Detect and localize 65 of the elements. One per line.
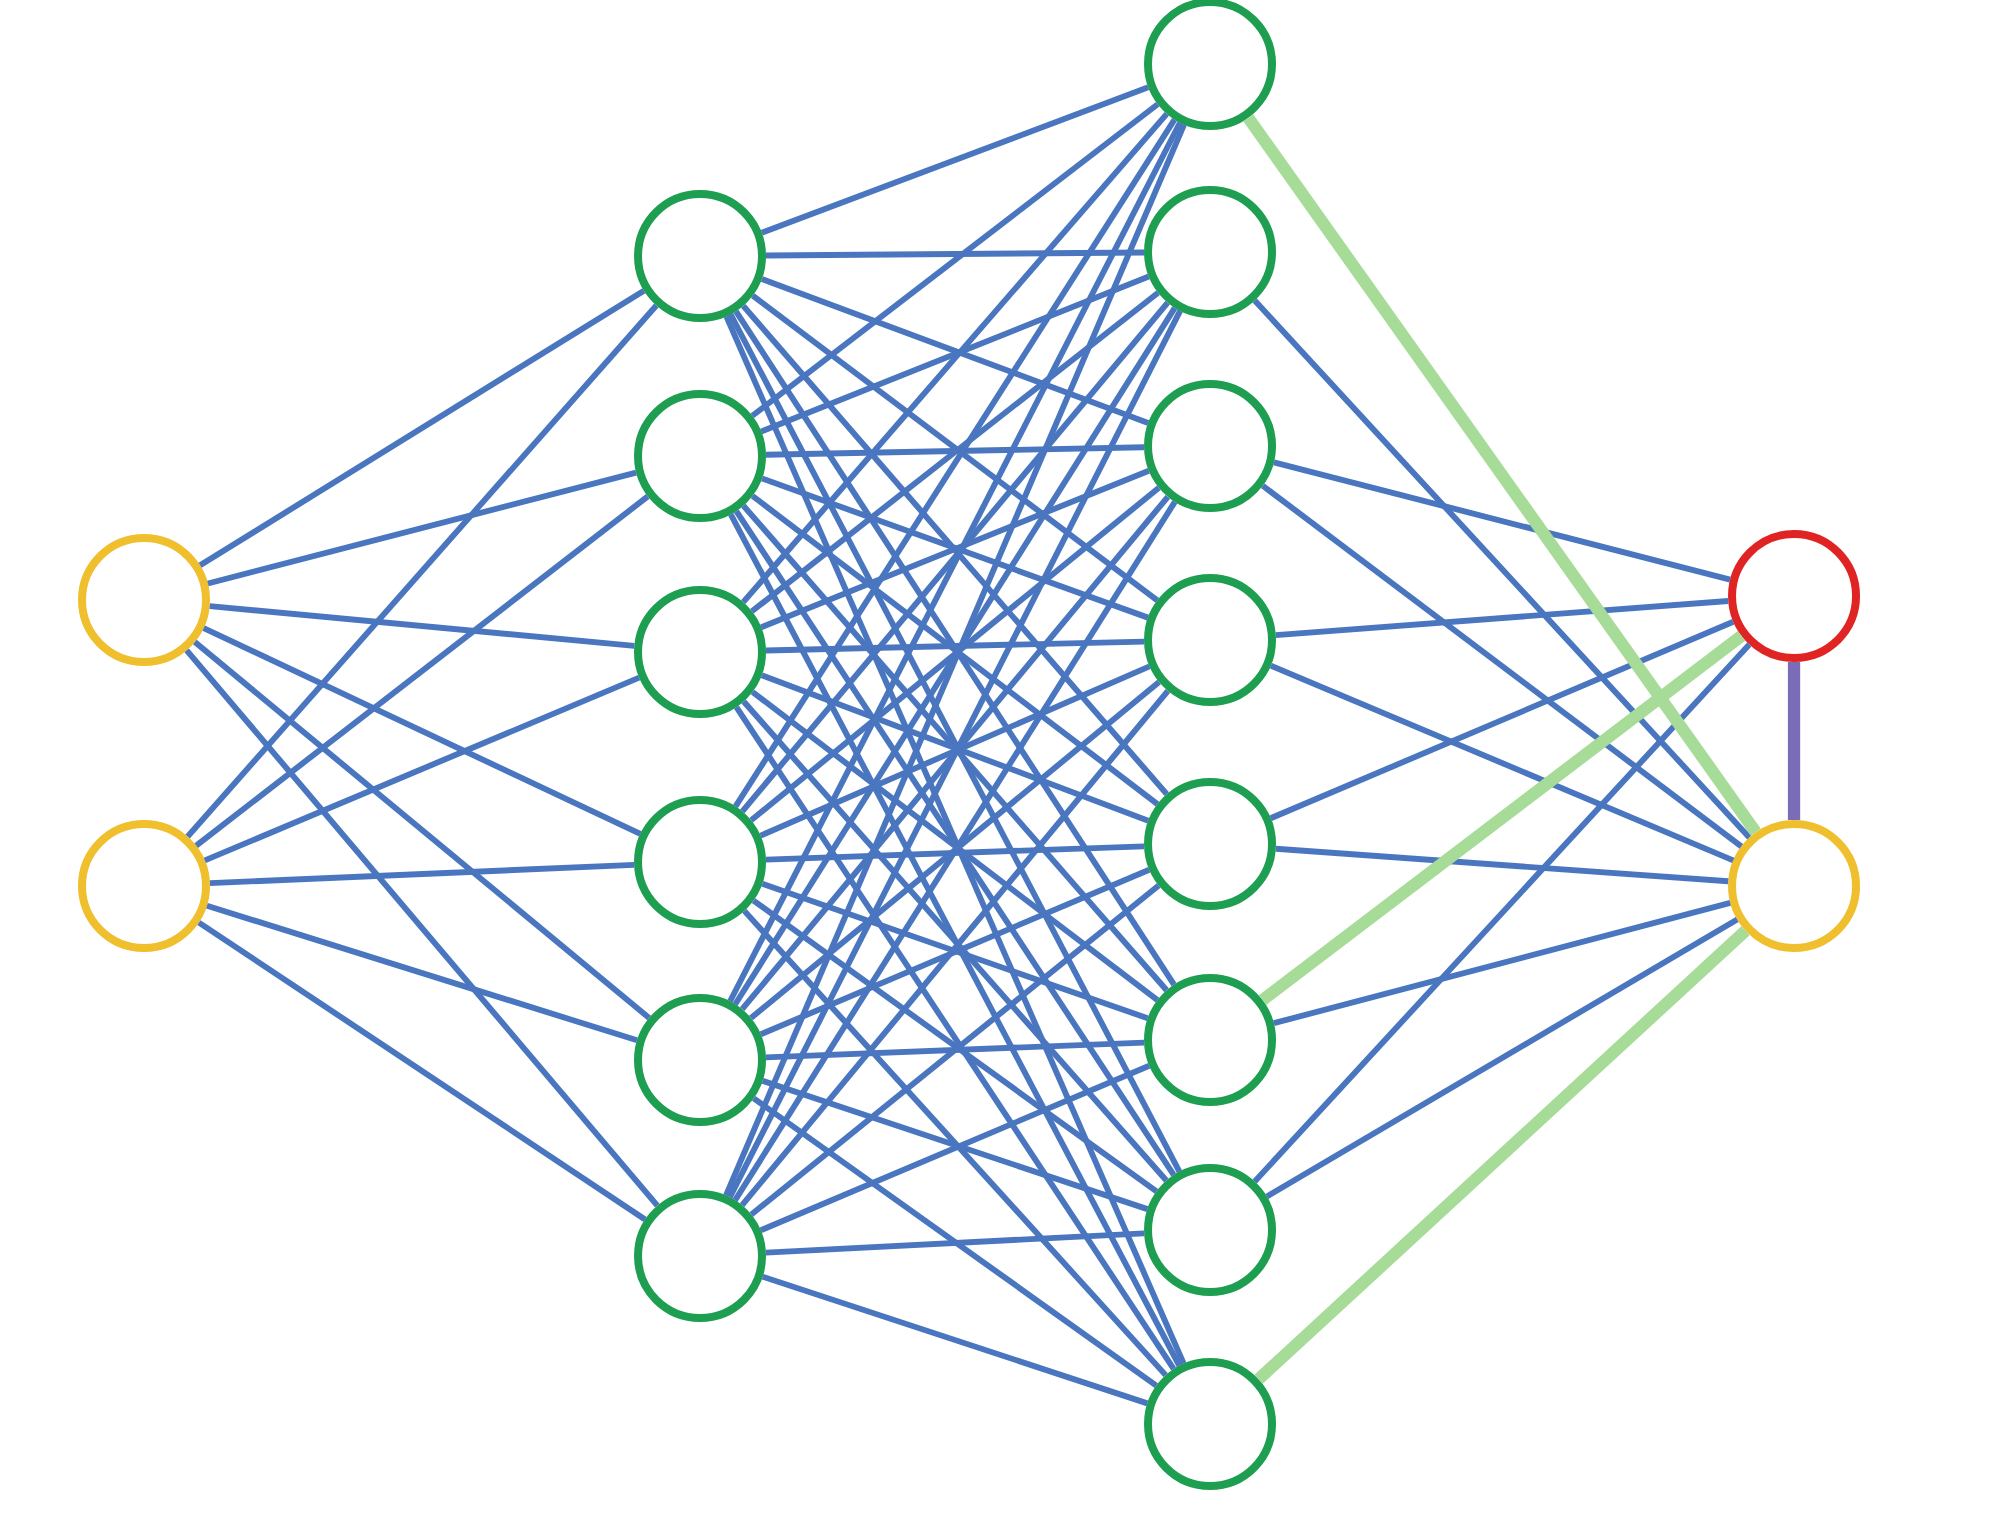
neuron-circle [1144, 380, 1276, 512]
neuron-circle [1144, 574, 1276, 706]
connection-line [1252, 642, 1752, 1184]
connection-line [742, 908, 1168, 1378]
neuron-circle [1144, 186, 1276, 318]
connection-line [184, 648, 660, 1208]
neuron-circle [1144, 974, 1276, 1106]
neuron-circle [1144, 1164, 1276, 1296]
neuron-circle [78, 534, 210, 666]
connection-line [750, 101, 1160, 419]
connection-line [765, 843, 1145, 863]
connection-line [1260, 483, 1744, 849]
connection-line [1275, 845, 1729, 885]
connection-line [194, 494, 650, 848]
neuron-circle [1144, 778, 1276, 910]
neuron-circle [634, 190, 766, 322]
connection-line [203, 674, 641, 864]
connection-line [209, 603, 635, 649]
connection-line [1243, 114, 1761, 836]
neuron-circle [78, 820, 210, 952]
connection-line [207, 469, 637, 587]
neuron-circle [634, 586, 766, 718]
neuron-circle [634, 796, 766, 928]
neuron-circle [634, 1190, 766, 1322]
connection-line [752, 1095, 1158, 1389]
neuron-circle [1728, 820, 1861, 952]
connection-line [1265, 916, 1739, 1200]
connection-line [723, 315, 1187, 1365]
connection-line [1269, 619, 1735, 821]
connection-line [206, 902, 638, 1044]
connection-line [761, 881, 1149, 1022]
connection-line [741, 111, 1169, 605]
connection-line [1269, 662, 1735, 864]
connection-line [198, 288, 646, 568]
neuron-circle [1144, 1358, 1276, 1490]
connection-line [1258, 631, 1746, 1005]
connection-line [1273, 900, 1731, 1026]
connection-line [765, 444, 1145, 458]
connection-line [1787, 662, 1801, 820]
connection-line [728, 513, 1182, 1367]
connection-line [765, 1230, 1145, 1256]
connection-line [766, 249, 1145, 259]
connection-line [759, 1063, 1151, 1233]
connection-line [761, 1273, 1149, 1407]
connection-line [1254, 926, 1750, 1384]
connection-line [1273, 459, 1731, 583]
connection-line [761, 1078, 1149, 1212]
connection-line [209, 861, 635, 887]
connection-line [760, 84, 1150, 236]
connection-line [202, 625, 642, 837]
connection-line [197, 920, 647, 1222]
connection-line [765, 638, 1145, 654]
connection-line [193, 639, 652, 1021]
connection-line [1275, 598, 1729, 638]
connection-line [759, 867, 1151, 1037]
connection-line [765, 1039, 1145, 1061]
connection-line [727, 121, 1183, 1003]
neuron-circle [1728, 530, 1861, 662]
connection-line [723, 123, 1187, 1197]
connection-line [733, 705, 1177, 1371]
connection-line [185, 303, 659, 839]
connection-line [1252, 298, 1752, 840]
neuron-circle [634, 390, 766, 522]
connection-line [733, 118, 1177, 808]
neuron-circle [634, 994, 766, 1126]
